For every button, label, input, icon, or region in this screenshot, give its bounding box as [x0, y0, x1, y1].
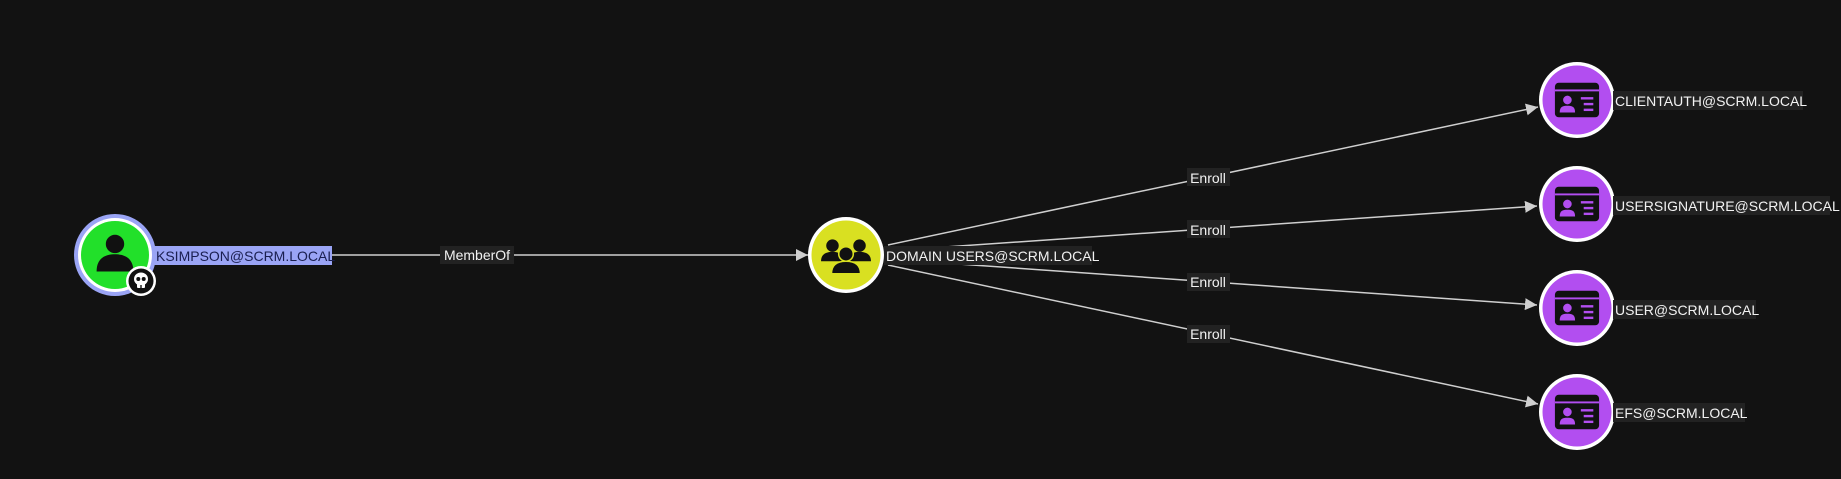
node-label-clientauth: CLIENTAUTH@SCRM.LOCAL: [1615, 93, 1807, 109]
node-efs[interactable]: EFS@SCRM.LOCAL: [1539, 374, 1748, 450]
edge-label-bg: [1187, 325, 1230, 343]
certificate-template-icon: [1554, 394, 1600, 430]
edge-enroll-efs[interactable]: Enroll: [887, 264, 1539, 408]
edge-label-memberof: MemberOf: [444, 247, 510, 263]
edge-label-bg: [440, 246, 514, 264]
edge-enroll-usersignature[interactable]: Enroll: [887, 200, 1538, 252]
edge-label-enroll: Enroll: [1190, 274, 1226, 290]
node-usersignature[interactable]: USERSIGNATURE@SCRM.LOCAL: [1539, 166, 1840, 242]
node-clientauth[interactable]: CLIENTAUTH@SCRM.LOCAL: [1539, 62, 1807, 138]
node-label-efs: EFS@SCRM.LOCAL: [1615, 405, 1748, 421]
node-ksimpson[interactable]: KSIMPSON@SCRM.LOCAL: [74, 214, 335, 296]
node-label-user: USER@SCRM.LOCAL: [1615, 302, 1759, 318]
edge-label-bg: [1187, 273, 1230, 291]
node-label-domain-users: DOMAIN USERS@SCRM.LOCAL: [886, 248, 1100, 264]
edge-label-enroll: Enroll: [1190, 326, 1226, 342]
certificate-template-icon: [1554, 82, 1600, 118]
edge-label-enroll: Enroll: [1190, 222, 1226, 238]
node-label-bg: [154, 246, 332, 265]
edge-enroll-clientauth[interactable]: Enroll: [887, 103, 1539, 246]
node-label-ksimpson: KSIMPSON@SCRM.LOCAL: [156, 248, 335, 264]
node-user-template[interactable]: USER@SCRM.LOCAL: [1539, 270, 1759, 346]
node-label-bg: [1613, 403, 1745, 422]
edge-label-bg: [1187, 168, 1230, 186]
node-label-bg: [1613, 91, 1803, 110]
edge-enroll-user[interactable]: Enroll: [887, 258, 1538, 311]
node-label-bg: [1613, 196, 1830, 215]
edge-label-enroll: Enroll: [1190, 170, 1226, 186]
node-label-bg: [1613, 300, 1756, 319]
node-label-bg: [884, 246, 1092, 265]
certificate-template-icon: [1554, 186, 1600, 222]
skull-icon: [126, 266, 156, 296]
certificate-template-icon: [1554, 290, 1600, 326]
node-domain-users[interactable]: DOMAIN USERS@SCRM.LOCAL: [808, 217, 1100, 293]
node-label-usersignature: USERSIGNATURE@SCRM.LOCAL: [1615, 198, 1840, 214]
edge-memberof[interactable]: MemberOf: [154, 246, 808, 264]
edge-label-bg: [1187, 220, 1230, 238]
